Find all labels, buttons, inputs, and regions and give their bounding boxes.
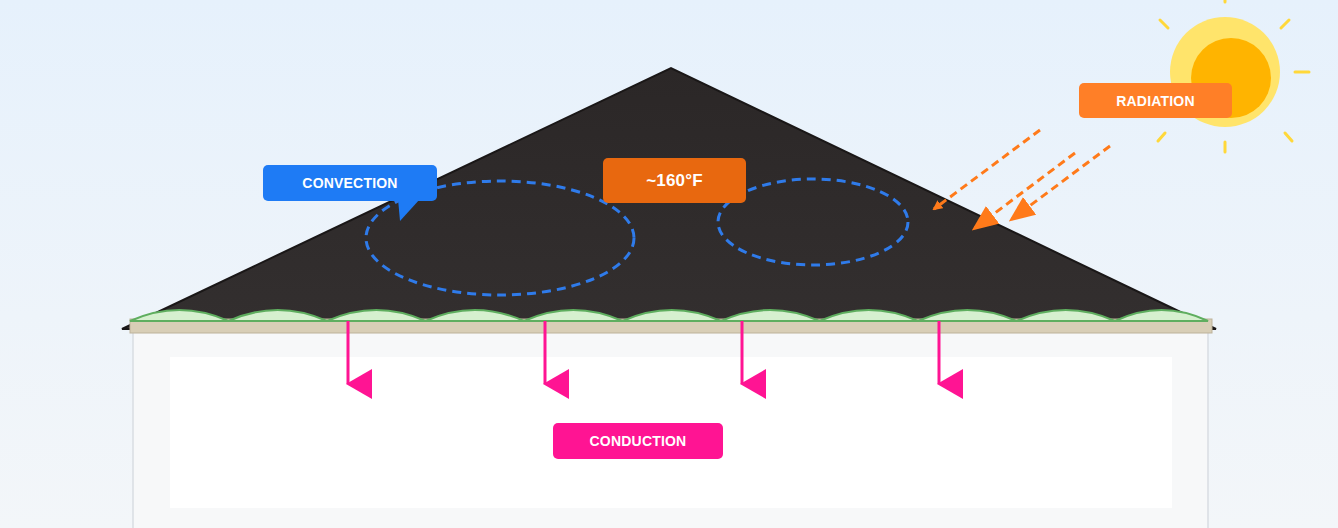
insulation: [130, 310, 1208, 321]
sun: [1158, 0, 1309, 152]
conduction-label: CONDUCTION: [553, 423, 723, 459]
callout-tail: [398, 199, 420, 221]
house-wall: [133, 330, 1208, 528]
label-text: CONVECTION: [302, 175, 397, 191]
radiation-label: RADIATION: [1079, 83, 1232, 118]
radiation-arrow: [1012, 146, 1110, 219]
temperature-label: ~160°F: [603, 158, 746, 203]
label-text: RADIATION: [1116, 93, 1195, 109]
convection-label: CONVECTION: [263, 165, 437, 201]
room-interior: [170, 357, 1172, 508]
convection-loop: [718, 179, 908, 265]
roof: [122, 68, 1216, 329]
radiation-arrow: [934, 130, 1040, 209]
radiation-arrow: [975, 153, 1075, 228]
label-text: ~160°F: [646, 171, 703, 191]
label-text: CONDUCTION: [590, 433, 687, 449]
conduction-arrows: [348, 321, 939, 384]
